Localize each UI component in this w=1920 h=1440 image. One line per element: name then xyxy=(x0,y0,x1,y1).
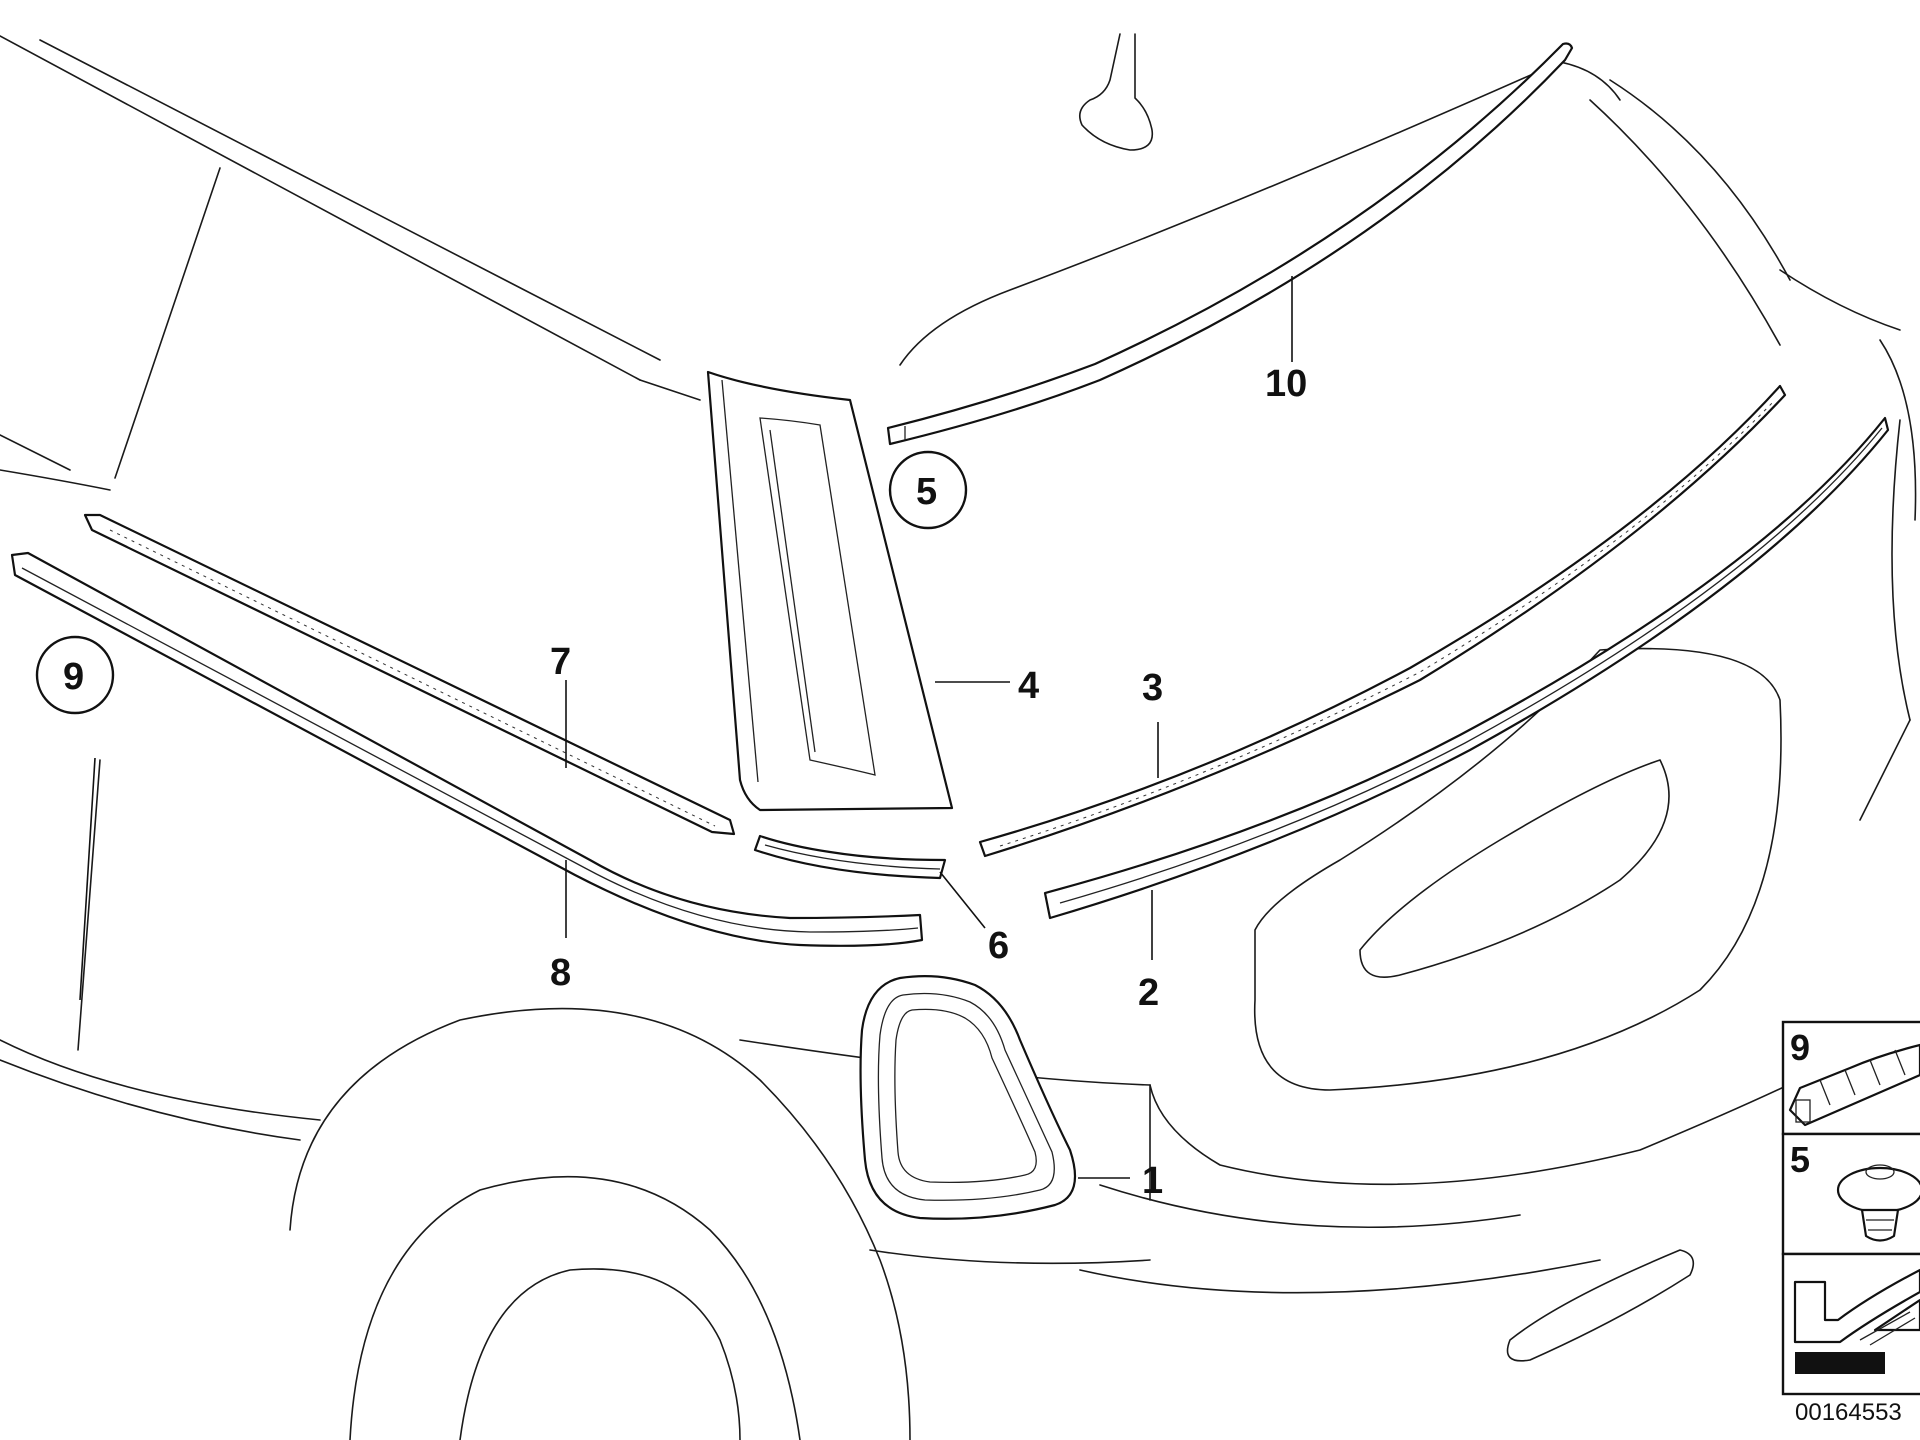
legend-item-5[interactable]: 5 xyxy=(1781,1132,1920,1256)
callout-7[interactable]: 7 xyxy=(550,641,571,683)
svg-text:9: 9 xyxy=(1790,1027,1810,1068)
clip-icon xyxy=(1788,1043,1920,1127)
callout-10[interactable]: 10 xyxy=(1265,363,1307,405)
callouts: 1 2 3 4 5 6 7 8 9 10 xyxy=(35,363,1307,1202)
legend-item-arrow xyxy=(1781,1252,1920,1396)
callout-2[interactable]: 2 xyxy=(1138,972,1159,1014)
part-1-seal-ring[interactable] xyxy=(859,975,1077,1220)
part-8-lower-side-rail[interactable] xyxy=(10,551,924,947)
svg-text:5: 5 xyxy=(1790,1139,1810,1180)
push-clip-icon xyxy=(1836,1164,1920,1242)
callout-5-circled[interactable]: 5 xyxy=(888,450,968,530)
callout-3[interactable]: 3 xyxy=(1142,667,1163,709)
part-7-upper-side-rail[interactable] xyxy=(83,513,736,836)
callout-6[interactable]: 6 xyxy=(988,925,1009,967)
callout-1[interactable]: 1 xyxy=(1142,1160,1163,1202)
leader-lines xyxy=(79,276,1293,1179)
part-6-connector-strip[interactable] xyxy=(753,834,947,880)
car-body-outline xyxy=(0,33,1917,1440)
part-2-lower-rear-rail[interactable] xyxy=(1043,416,1890,920)
svg-text:5: 5 xyxy=(916,471,937,513)
part-4-pillar-trim[interactable] xyxy=(706,370,954,812)
callout-4[interactable]: 4 xyxy=(1018,665,1039,707)
part-10-roof-trim[interactable] xyxy=(886,42,1574,446)
callout-9-circled[interactable]: 9 xyxy=(35,635,115,715)
reference-code: 00164553 xyxy=(1795,1399,1902,1426)
callout-8[interactable]: 8 xyxy=(550,952,571,994)
legend-item-9[interactable]: 9 xyxy=(1781,1020,1920,1136)
part-3-upper-rear-rail[interactable] xyxy=(978,384,1787,858)
arrow-icon xyxy=(1793,1268,1920,1374)
svg-text:9: 9 xyxy=(63,656,84,698)
legend-panel: 9 5 xyxy=(1781,1020,1920,1426)
